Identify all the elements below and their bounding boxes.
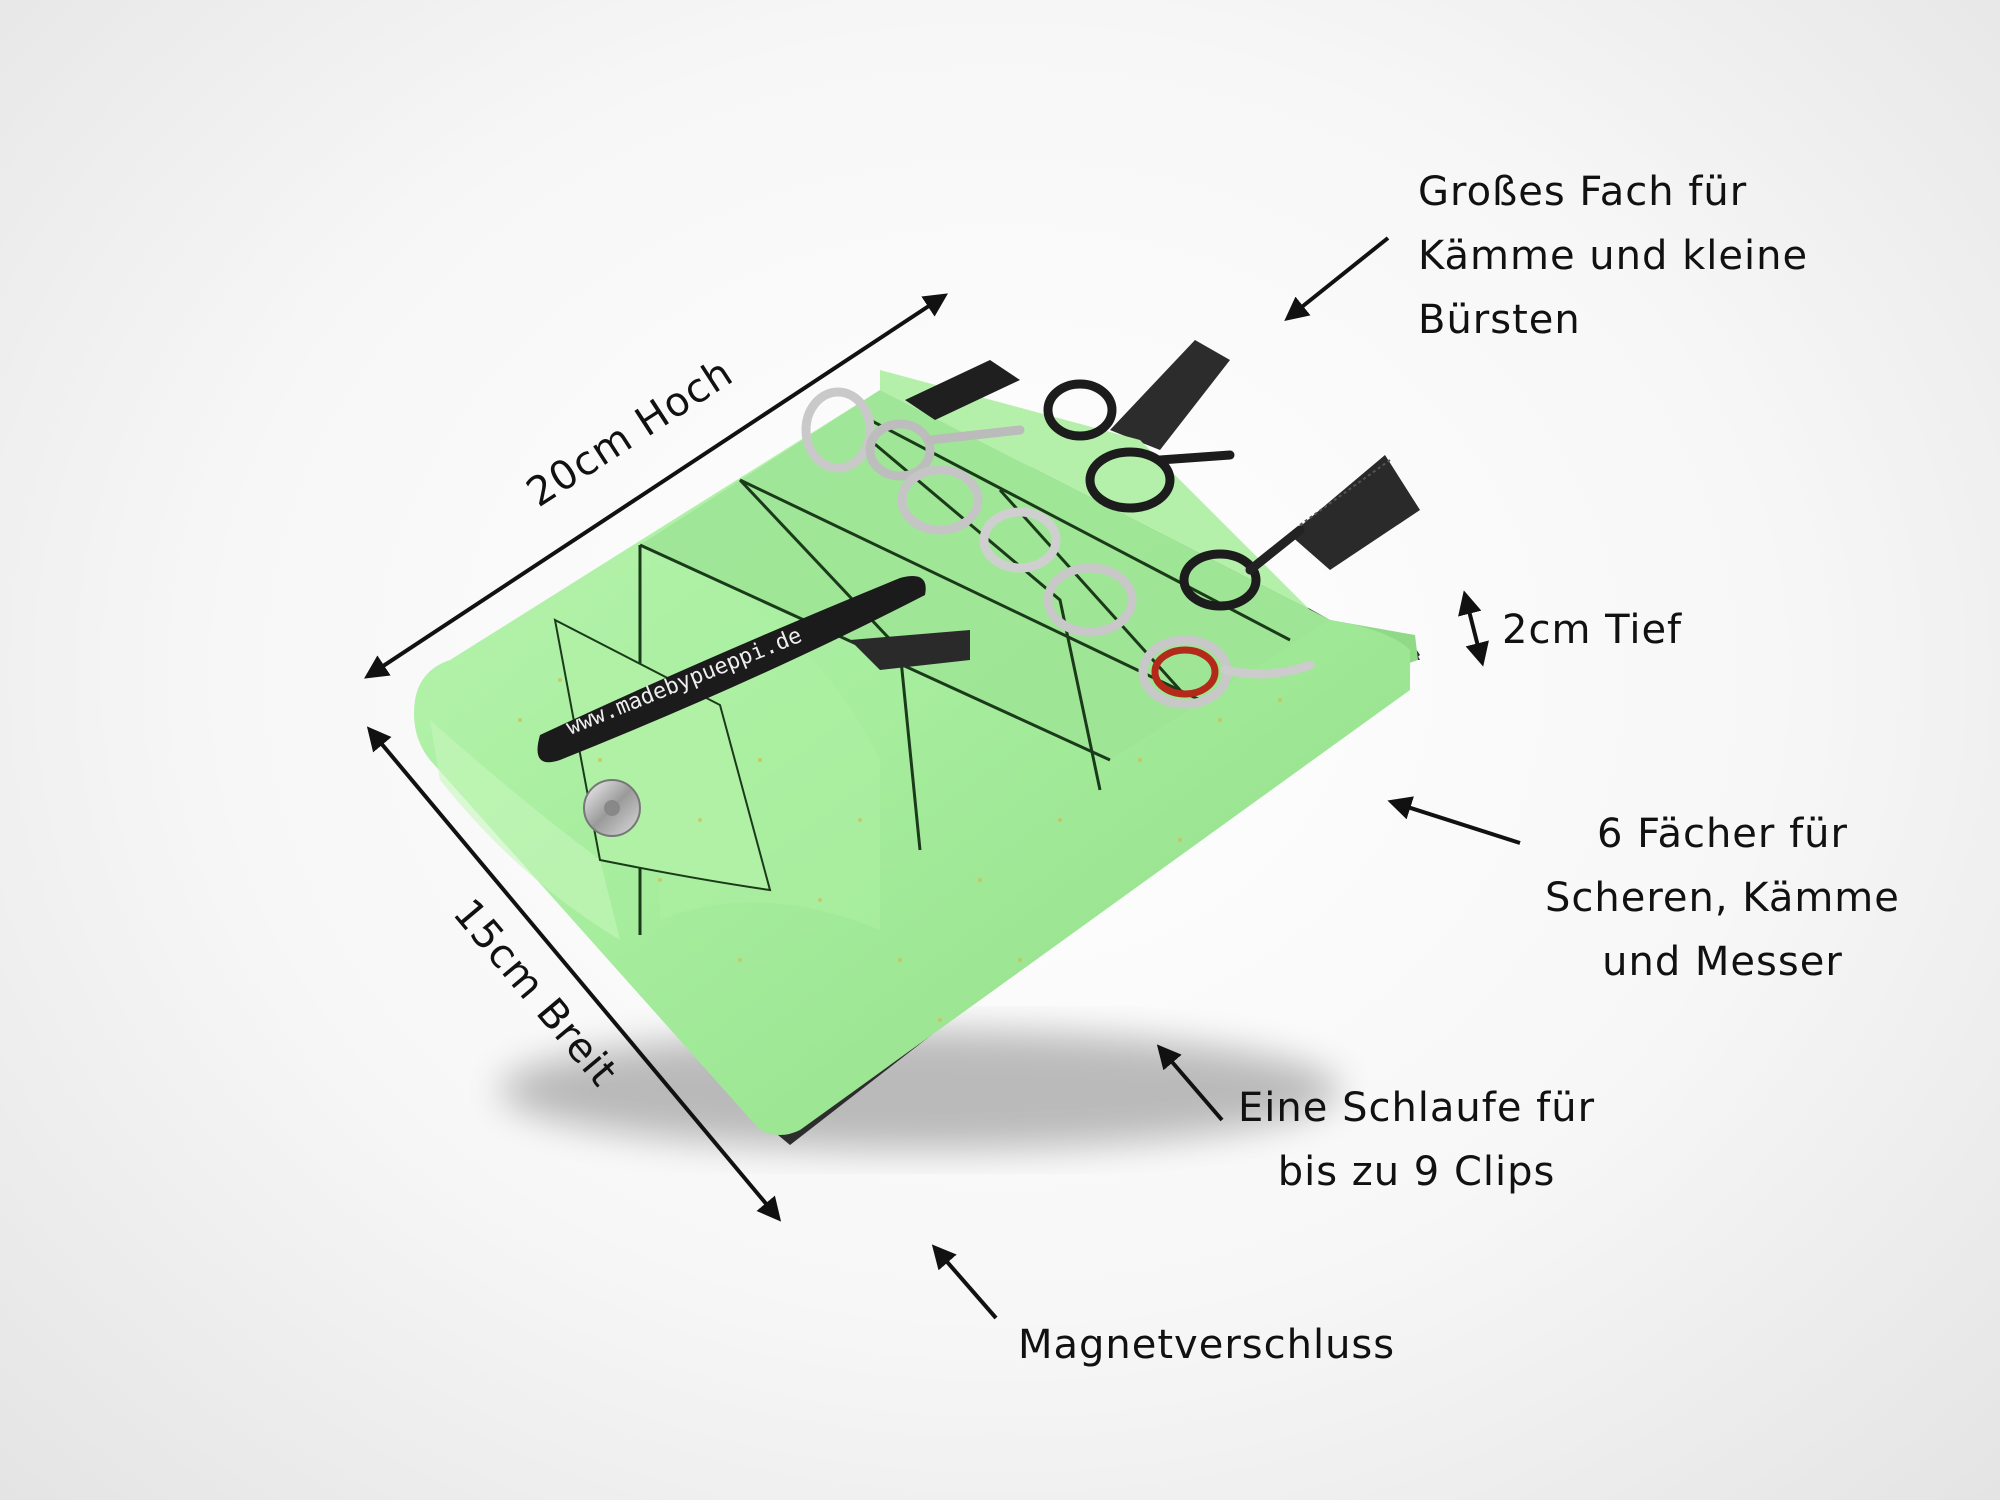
magnet-label: Magnetverschluss: [1018, 1322, 1396, 1368]
depth-arrow: [1458, 590, 1489, 667]
pouch-shadow: [500, 1030, 1340, 1150]
clip-loop-label: Eine Schlaufe für bis zu 9 Clips: [1238, 1085, 1596, 1195]
large-pocket-label: Großes Fach für Kämme und kleine Bürsten: [1418, 169, 1809, 343]
depth-label: 2cm Tief: [1502, 607, 1683, 653]
clip-loop-arrow: [1156, 1044, 1224, 1122]
comb-back: [1110, 340, 1420, 570]
magnet-arrow: [931, 1244, 998, 1320]
width-arrow: [366, 726, 782, 1222]
six-pockets-label: 6 Fächer für Scheren, Kämme und Messer: [1545, 811, 1900, 985]
height-arrow: [363, 293, 949, 679]
large-pocket-arrow: [1284, 236, 1390, 321]
six-pockets-arrow: [1387, 796, 1521, 845]
magnet-button: [583, 779, 641, 837]
